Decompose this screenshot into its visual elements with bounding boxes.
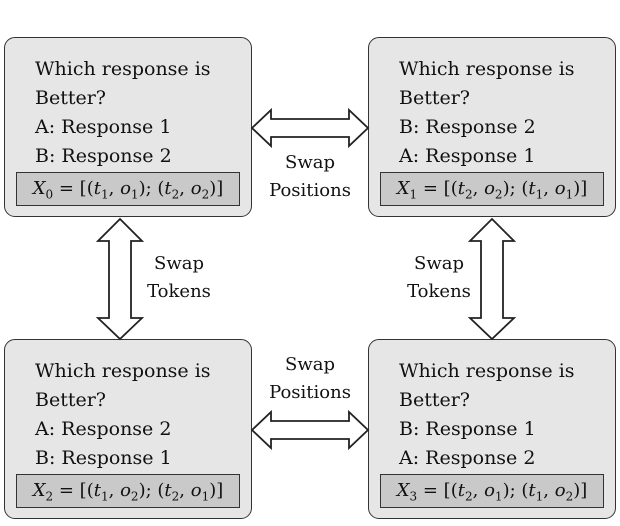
question-line-1: Which response is (399, 360, 575, 382)
swap-positions-arrow-top (250, 107, 370, 149)
question-line-2: Better? (35, 389, 106, 411)
question-line-1: Which response is (35, 360, 211, 382)
swap-tokens-arrow-right (467, 217, 517, 341)
question-line-2: Better? (399, 389, 470, 411)
formula-x2: X2 = [(t1, o2); (t2, o1)] (16, 474, 240, 508)
swap-tokens-label-left: Swap Tokens (147, 253, 211, 302)
swap-positions-label-bottom: Swap Positions (269, 354, 351, 403)
question-line-1: Which response is (399, 58, 575, 80)
question-line-1: Which response is (35, 58, 211, 80)
option-1: A: Response 1 (35, 116, 172, 138)
swap-positions-arrow-bottom (250, 409, 370, 451)
formula-x1: X1 = [(t2, o2); (t1, o1)] (380, 172, 604, 206)
swap-tokens-label-right: Swap Tokens (407, 253, 471, 302)
prompt-text: Which response is Better? B: Response 2 … (399, 55, 575, 171)
swap-tokens-arrow-left (95, 217, 145, 341)
prompt-box-x3: Which response is Better? B: Response 1 … (368, 339, 616, 519)
formula-x0: X0 = [(t1, o1); (t2, o2)] (16, 172, 240, 206)
option-1: B: Response 2 (399, 116, 536, 138)
prompt-text: Which response is Better? A: Response 2 … (35, 357, 211, 473)
swap-positions-label-top: Swap Positions (269, 152, 351, 201)
option-2: B: Response 1 (35, 447, 172, 469)
option-1: B: Response 1 (399, 418, 536, 440)
formula-x3: X3 = [(t2, o1); (t1, o2)] (380, 474, 604, 508)
option-2: A: Response 1 (399, 145, 536, 167)
prompt-text: Which response is Better? B: Response 1 … (399, 357, 575, 473)
prompt-box-x1: Which response is Better? B: Response 2 … (368, 37, 616, 217)
option-2: A: Response 2 (399, 447, 536, 469)
prompt-box-x0: Which response is Better? A: Response 1 … (4, 37, 252, 217)
prompt-text: Which response is Better? A: Response 1 … (35, 55, 211, 171)
option-2: B: Response 2 (35, 145, 172, 167)
question-line-2: Better? (399, 87, 470, 109)
prompt-box-x2: Which response is Better? A: Response 2 … (4, 339, 252, 519)
question-line-2: Better? (35, 87, 106, 109)
option-1: A: Response 2 (35, 418, 172, 440)
